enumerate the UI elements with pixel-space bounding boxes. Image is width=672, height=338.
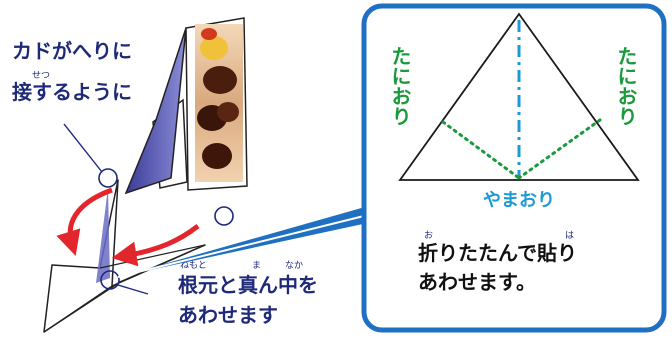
- valley-fold-line-left: [441, 120, 521, 180]
- instruction-ruby1: お: [424, 230, 433, 241]
- note2-line2: あわせます: [178, 303, 278, 327]
- note1-ruby: せつ: [32, 70, 50, 81]
- instruction-line1: 折りたたんで貼り: [418, 241, 577, 265]
- valley-fold-line-right: [517, 118, 602, 180]
- note2-ruby1: ねもと: [180, 260, 207, 271]
- instruction-panel: たにおり たにおり やまおり お は 折りたたんで貼り あわせます。: [361, 3, 667, 333]
- callout-circle-base: [100, 270, 120, 290]
- mountain-fold-label: やまおり: [483, 190, 555, 211]
- callout-circle-edge: [214, 206, 234, 226]
- chestnut-pieces: [197, 28, 239, 169]
- fold-arrow-left: [56, 187, 113, 256]
- note2-line1: 根元と真ん中を: [178, 273, 318, 297]
- leader-line-base: [117, 284, 149, 295]
- origami-base: [43, 179, 206, 333]
- callout-pointer: [118, 205, 372, 277]
- note2-ruby2: ま: [252, 260, 261, 271]
- folded-paper: [124, 17, 248, 195]
- callout-circle-corner: [98, 168, 118, 188]
- fold-arrow-right: [111, 224, 200, 267]
- valley-fold-label-left: たにおり: [388, 46, 412, 126]
- instruction-line2: あわせます。: [418, 270, 536, 294]
- leader-line-corner: [63, 123, 103, 173]
- valley-fold-label-right: たにおり: [614, 46, 638, 126]
- note1-line2: 接するように: [12, 80, 132, 104]
- note1-line1: カドがへりに: [12, 39, 132, 63]
- note2-ruby3: なか: [285, 260, 303, 271]
- instruction-ruby2: は: [565, 230, 574, 241]
